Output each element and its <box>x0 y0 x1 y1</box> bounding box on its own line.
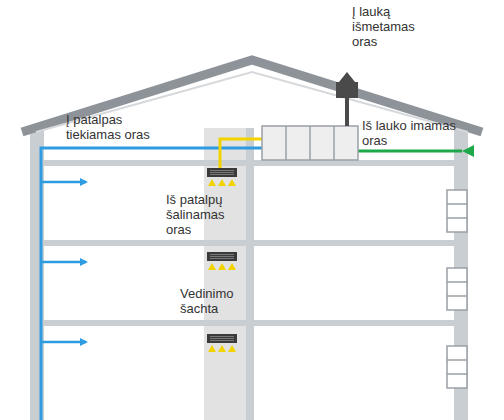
intake-air-label: Iš lauko imamas oras <box>362 118 482 148</box>
exhaust-grille <box>207 168 237 177</box>
shaft-label: Vedinimo šachta <box>180 286 244 316</box>
airflow-marker <box>228 179 236 186</box>
extract-air-label: Iš patalpų šalinamas oras <box>166 192 238 237</box>
airflow-marker <box>228 263 236 270</box>
exhaust-grille <box>207 252 237 261</box>
airflow-marker <box>208 179 216 186</box>
airflow-marker <box>208 345 216 352</box>
exhaust-air-label: Į lauką išmetamas oras <box>352 4 428 49</box>
exhaust-grille <box>207 334 237 343</box>
airflow-marker <box>218 345 226 352</box>
supply-air-label: Į patalpas tiekiamas oras <box>66 112 166 142</box>
airflow-marker <box>218 179 226 186</box>
airflow-marker <box>228 345 236 352</box>
airflow-marker <box>208 263 216 270</box>
airflow-marker <box>218 263 226 270</box>
